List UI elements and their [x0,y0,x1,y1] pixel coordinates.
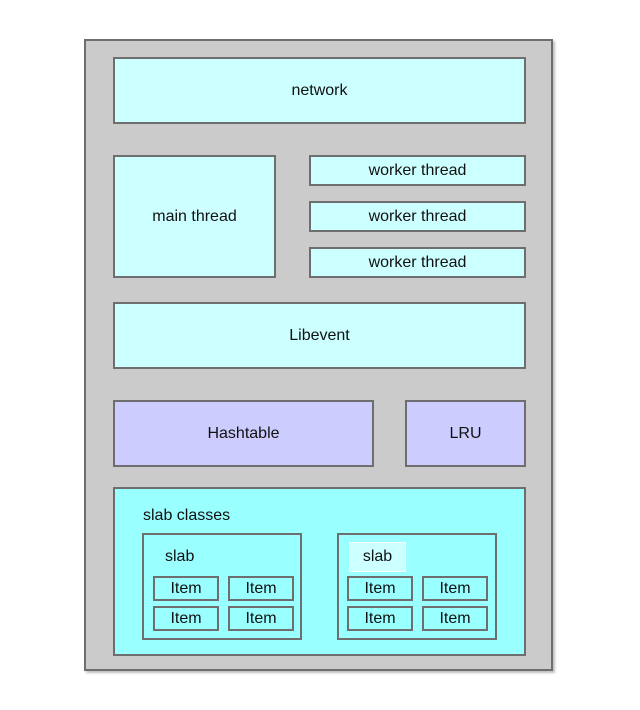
main-thread-box: main thread [113,155,276,278]
worker-thread-box: worker thread [309,155,526,186]
item-box: Item [422,606,488,631]
lru-box: LRU [405,400,526,467]
item-box: Item [228,576,294,601]
item-box: Item [422,576,488,601]
item-box: Item [153,606,219,631]
slab-title: slab [349,542,406,572]
libevent-box: Libevent [113,302,526,369]
network-box: network [113,57,526,124]
slab-title: slab [165,548,195,565]
slab-classes-title: slab classes [143,507,231,524]
item-box: Item [153,576,219,601]
worker-thread-box: worker thread [309,247,526,278]
item-box: Item [347,576,413,601]
hashtable-box: Hashtable [113,400,374,467]
item-box: Item [347,606,413,631]
item-box: Item [228,606,294,631]
slab-classes-area [113,487,526,656]
worker-thread-box: worker thread [309,201,526,232]
slab-box [142,533,302,640]
slab-box [337,533,497,640]
